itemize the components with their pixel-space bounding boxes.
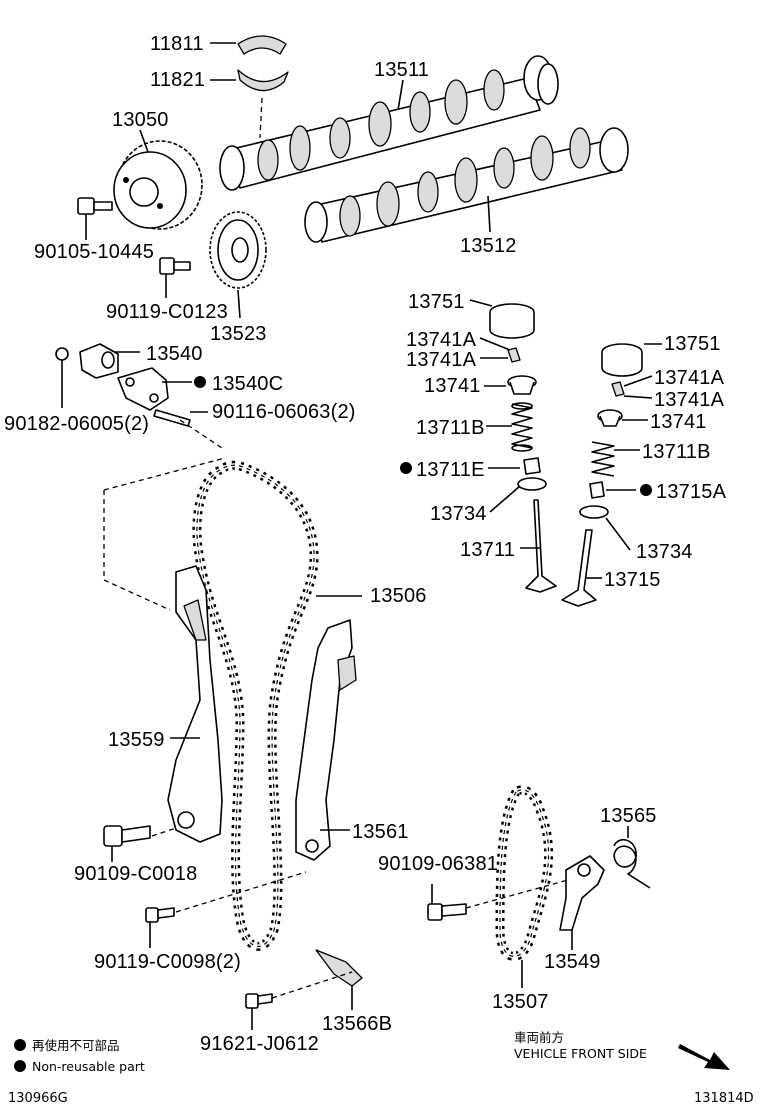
label-13549: 13549 (544, 951, 601, 973)
label-13561: 13561 (352, 821, 409, 843)
chain-tensioner-plate (559, 855, 605, 931)
vehicle-front-arrow (678, 1044, 730, 1070)
label-13711B-right: 13711B (642, 441, 711, 463)
label-13507: 13507 (492, 991, 549, 1013)
label-13741A-1: 13741A (406, 329, 477, 351)
label-13506: 13506 (370, 585, 427, 607)
label-90105-10445: 90105-10445 (34, 241, 154, 263)
label-13523: 13523 (210, 323, 267, 345)
legend-text-jp: 再使用不可部品 (32, 1038, 120, 1053)
label-11811: 11811 (150, 33, 204, 55)
label-13050: 13050 (112, 109, 169, 131)
chain-tensioner (79, 343, 119, 379)
direction-text-jp: 車両前方 (514, 1030, 564, 1045)
intake-valve (561, 529, 597, 607)
label-13741-left: 13741 (424, 375, 481, 397)
camshaft-intake (304, 127, 629, 243)
label-13566B: 13566B (322, 1013, 392, 1035)
tensioner-spring (613, 839, 651, 889)
label-91621-J0612: 91621-J0612 (200, 1033, 319, 1055)
valve-spring-left (511, 402, 533, 452)
label-13540C: 13540C (212, 373, 283, 395)
timing-chain (192, 460, 319, 951)
direction-text-en: VEHICLE FRONT SIDE (514, 1046, 647, 1061)
bullet-13540C (194, 376, 206, 388)
label-11821: 11821 (150, 69, 205, 91)
label-90116-06063: 90116-06063(2) (212, 401, 356, 423)
label-90109-C0018: 90109-C0018 (74, 863, 197, 885)
label-13540: 13540 (146, 343, 203, 365)
bolt-91621-J0612 (245, 993, 273, 1009)
label-90119-C0123: 90119-C0123 (106, 301, 228, 323)
label-13741A-4: 13741A (654, 389, 725, 411)
bolt-90119-C0123 (159, 257, 191, 275)
bullet-13715A (640, 484, 652, 496)
bullet-13711E (400, 462, 412, 474)
legend-bullet-en (14, 1060, 26, 1072)
oil-jet-13566B (315, 949, 363, 987)
label-13741-right: 13741 (650, 411, 707, 433)
diagram-code-right: 131814D (694, 1091, 754, 1106)
valve-keeper-right (611, 381, 625, 397)
label-13741A-2: 13741A (406, 349, 477, 371)
label-13734-left: 13734 (430, 503, 487, 525)
bolt-90119-C0098 (145, 907, 175, 923)
camshaft-exhaust (219, 55, 559, 191)
exhaust-valve (525, 499, 557, 593)
label-13711E: 13711E (416, 459, 485, 481)
legend-text-en: Non-reusable part (32, 1059, 145, 1074)
label-13751-left: 13751 (408, 291, 465, 313)
valve-retainer-right (597, 409, 623, 427)
spring-seat-left (517, 477, 547, 491)
label-13715A: 13715A (656, 481, 727, 503)
label-13512: 13512 (460, 235, 517, 257)
valve-keeper-left (507, 347, 521, 363)
camshaft-timing-gear-assy (113, 140, 203, 230)
camshaft-bearing-lower (237, 69, 289, 92)
oil-pump-drive-chain (495, 785, 554, 961)
label-13711: 13711 (460, 539, 515, 561)
valve-spring-right (591, 441, 615, 477)
valve-seal-left (523, 457, 541, 475)
chain-tensioner-slipper (167, 565, 223, 843)
bolt-90105-10445 (77, 197, 113, 215)
label-13511: 13511 (374, 59, 429, 81)
valve-seal-right (589, 481, 605, 499)
camshaft-sprocket (209, 211, 267, 289)
label-13741A-3: 13741A (654, 367, 725, 389)
stud-90116 (153, 409, 191, 427)
tensioner-gasket (117, 367, 169, 411)
spring-seat-right (579, 505, 609, 519)
valve-lifter-left (489, 303, 535, 339)
label-13751-right: 13751 (664, 333, 721, 355)
valve-lifter-right (601, 343, 643, 377)
label-13715: 13715 (604, 569, 661, 591)
label-13559: 13559 (108, 729, 165, 751)
legend-bullet-jp (14, 1039, 26, 1051)
label-90109-06381: 90109-06381 (378, 853, 498, 875)
label-90119-C0098: 90119-C0098(2) (94, 951, 241, 973)
camshaft-bearing-upper (237, 35, 287, 55)
nut-90182 (55, 347, 69, 361)
valve-retainer-left (507, 375, 537, 395)
label-13734-right: 13734 (636, 541, 693, 563)
diagram-code-left: 130966G (8, 1091, 68, 1106)
label-13711B-left: 13711B (416, 417, 485, 439)
bolt-90109-06381 (427, 903, 467, 921)
label-13565: 13565 (600, 805, 657, 827)
chain-vibration-damper (295, 619, 357, 861)
bolt-90109-C0018 (103, 825, 151, 847)
label-90182-06005: 90182-06005(2) (4, 413, 149, 435)
